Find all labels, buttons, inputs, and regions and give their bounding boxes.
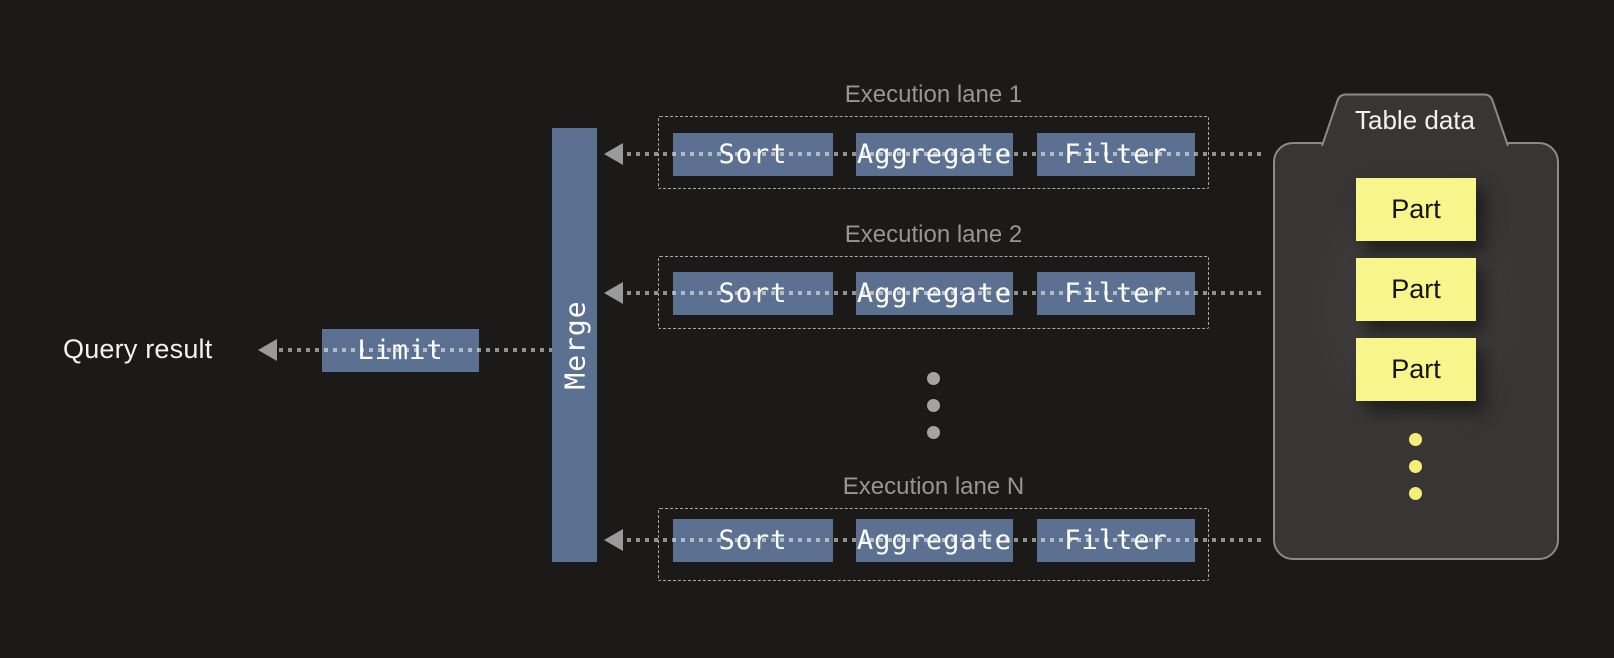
dotted-flow-line-limit xyxy=(279,348,552,352)
execution-lane-1-title: Execution lane 1 xyxy=(844,81,1023,108)
part-label: Part xyxy=(1391,354,1441,384)
merge-operator-bar: Merge xyxy=(552,128,597,562)
dotted-flow-line-lane-1 xyxy=(627,152,1262,156)
parts-ellipsis-dot xyxy=(1409,460,1422,473)
arrowhead-lane-n-icon xyxy=(604,529,623,551)
execution-lane-2-title: Execution lane 2 xyxy=(844,221,1023,248)
merge-operator-label: Merge xyxy=(558,300,591,390)
part-box: Part xyxy=(1356,178,1476,241)
part-label: Part xyxy=(1391,274,1441,304)
table-data-tab xyxy=(1321,93,1509,146)
lanes-ellipsis-dot xyxy=(927,372,940,385)
arrowhead-lane-2-icon xyxy=(604,282,623,304)
execution-lane-n-boundary xyxy=(658,508,1209,581)
dotted-flow-line-lane-n xyxy=(627,538,1262,542)
lanes-ellipsis-dot xyxy=(927,426,940,439)
execution-lane-n-title: Execution lane N xyxy=(842,473,1025,500)
parts-ellipsis-dot xyxy=(1409,433,1422,446)
part-box: Part xyxy=(1356,338,1476,401)
query-result-label: Query result xyxy=(63,334,213,364)
lanes-ellipsis-dot xyxy=(927,399,940,412)
table-data-title: Table data xyxy=(1355,105,1475,135)
arrowhead-lane-1-icon xyxy=(604,143,623,165)
arrowhead-to-query-result-icon xyxy=(258,339,277,361)
part-box: Part xyxy=(1356,258,1476,321)
part-label: Part xyxy=(1391,194,1441,224)
dotted-flow-line-lane-2 xyxy=(627,291,1262,295)
parts-ellipsis-dot xyxy=(1409,487,1422,500)
